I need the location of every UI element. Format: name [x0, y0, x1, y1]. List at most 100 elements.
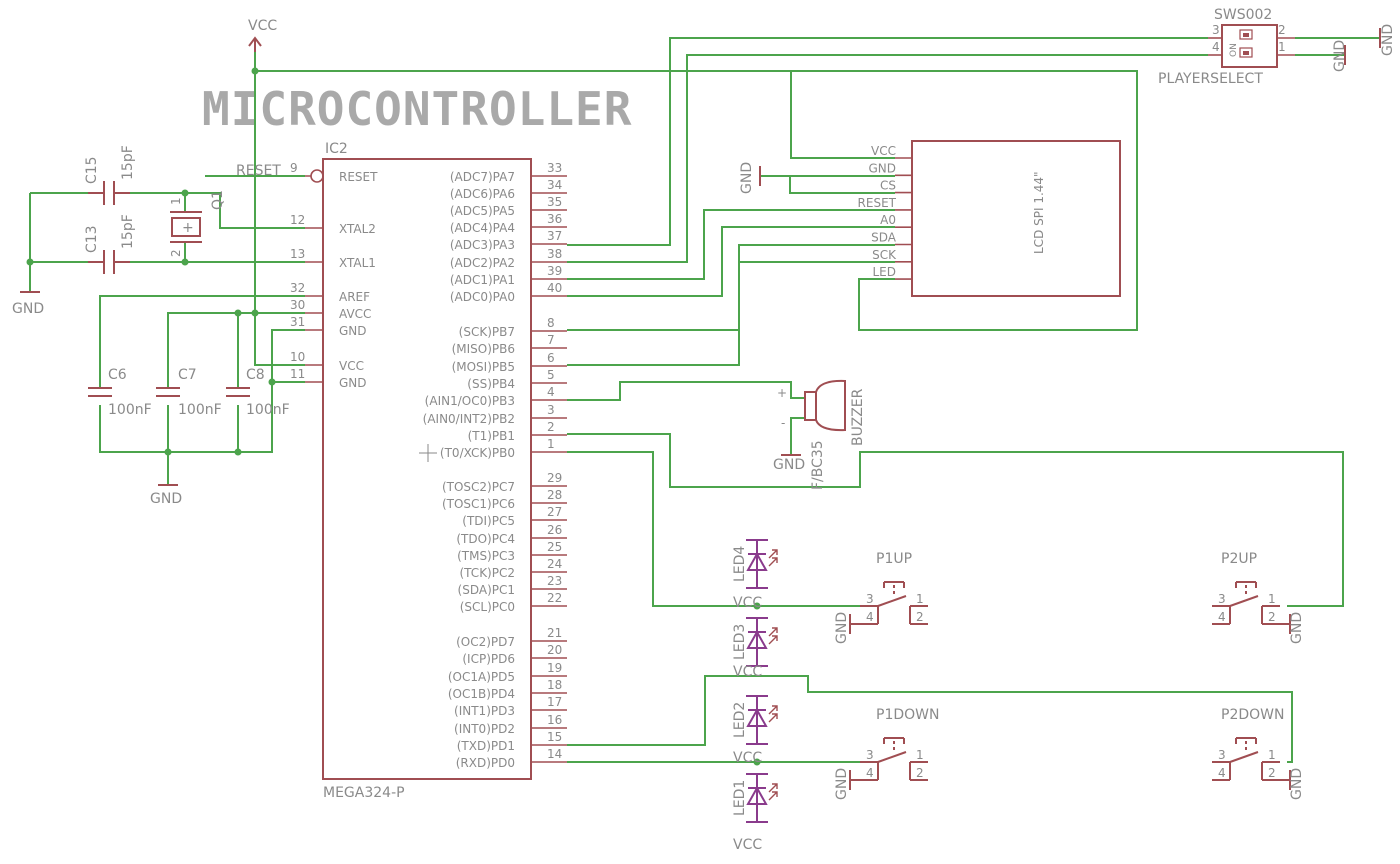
svg-text:GND: GND — [773, 457, 805, 473]
lcd-pin-name: LED — [872, 265, 896, 279]
svg-text:4: 4 — [1212, 40, 1220, 54]
ic-pin-name: (INT0)PD2 — [454, 722, 515, 736]
ic-pin-name: (ICP)PD6 — [462, 652, 515, 666]
ic-pin-name: AVCC — [339, 307, 371, 321]
button-name: P2UP — [1221, 551, 1257, 567]
led-name: LED4 — [732, 546, 748, 582]
ic-pin-number: 15 — [547, 730, 562, 744]
ic-pin-name: (ADC4)PA4 — [450, 221, 515, 235]
led-3: LED3 — [732, 617, 778, 667]
lcd-pin-name: CS — [880, 179, 896, 193]
ic-pin-name: (SS)PB4 — [467, 377, 515, 391]
ic-pin-name: (MISO)PB6 — [452, 342, 515, 356]
svg-text:100nF: 100nF — [246, 402, 290, 418]
ic-value: MEGA324-P — [323, 785, 405, 801]
led-4: LED4 — [732, 539, 778, 589]
led-name: LED1 — [732, 780, 748, 816]
player-select-switch: 3 2 4 1 ON SWS002 PLAYERSELECT — [1158, 7, 1295, 87]
button-pin-number: 2 — [916, 766, 924, 780]
ic-pin-name: (ADC7)PA7 — [450, 170, 515, 184]
ic-pin-number: 9 — [290, 161, 298, 175]
ic-pin-name: (ADC2)PA2 — [450, 256, 515, 270]
ic-pin-number: 26 — [547, 523, 562, 537]
ic-pin-number: 25 — [547, 540, 562, 554]
ic-pin-number: 8 — [547, 316, 555, 330]
svg-text:2: 2 — [169, 249, 183, 257]
ic-pin-number: 6 — [547, 351, 555, 365]
ic-pin-name: (INT1)PD3 — [454, 704, 515, 718]
capacitor-c6: C6 100nF — [88, 367, 152, 418]
button-gnd-label: GND — [834, 612, 850, 644]
ic-pin-number: 34 — [547, 178, 562, 192]
ic-pin-number: 24 — [547, 557, 562, 571]
ic-pin-name: VCC — [339, 359, 364, 373]
ic-pin-name: (ADC3)PA3 — [450, 238, 515, 252]
button-pin-number: 3 — [866, 592, 874, 606]
button-gnd-label: GND — [834, 768, 850, 800]
ic-pin-name: (AIN1/OC0)PB3 — [425, 394, 515, 408]
button-gnd-label: GND — [1289, 768, 1305, 800]
ic-pin-name: (ADC1)PA1 — [450, 273, 515, 287]
switch-value: PLAYERSELECT — [1158, 71, 1263, 87]
ic-pin-number: 39 — [547, 264, 562, 278]
svg-text:ON: ON — [1229, 43, 1239, 57]
microcontroller-ic: IC2 MEGA324-P RESET9XTAL212XTAL113AREF32… — [287, 141, 567, 801]
ic-left-pins: RESET9XTAL212XTAL113AREF32AVCC30GND31VCC… — [287, 161, 378, 390]
svg-text:15pF: 15pF — [120, 214, 136, 249]
ic-pin-name: (AIN0/INT2)PB2 — [423, 412, 515, 426]
button-pin-number: 3 — [1218, 748, 1226, 762]
lcd-pin-name: SCK — [872, 248, 897, 262]
svg-text:-: - — [781, 416, 785, 430]
lcd-label: LCD SPI 1.44" — [1032, 171, 1046, 254]
ic-pin-number: 18 — [547, 678, 562, 692]
svg-text:C15: C15 — [84, 156, 100, 184]
gnd-left-symbol: GND — [12, 291, 44, 317]
button-pin-number: 4 — [866, 766, 874, 780]
junctions — [26, 67, 761, 766]
ic-pin-number: 2 — [547, 420, 555, 434]
button-name: P1DOWN — [876, 707, 939, 723]
svg-text:+: + — [777, 386, 787, 400]
ic-pin-number: 16 — [547, 713, 562, 727]
ic-pin-name: (ADC5)PA5 — [450, 204, 515, 218]
ic-pin-number: 5 — [547, 368, 555, 382]
ic-pin-number: 14 — [547, 747, 562, 761]
ic-pin-name: (TDI)PC5 — [462, 514, 515, 528]
svg-text:100nF: 100nF — [108, 402, 152, 418]
ic-pin-number: 28 — [547, 488, 562, 502]
schematic-title: MICROCONTROLLER — [202, 82, 632, 136]
svg-text:1: 1 — [1278, 40, 1286, 54]
svg-text:C8: C8 — [246, 367, 265, 383]
ic-pin-number: 12 — [290, 213, 305, 227]
button-pin-number: 4 — [1218, 610, 1226, 624]
lcd-pin-name: RESET — [858, 196, 897, 210]
led-1: LED1 — [732, 773, 778, 823]
ic-pin-name: (MOSI)PB5 — [452, 360, 515, 374]
crystal-q1: + 1 2 Q1 — [169, 190, 226, 257]
ic-pin-number: 36 — [547, 212, 562, 226]
ic-pin-name: (TDO)PC4 — [456, 532, 515, 546]
gnd-switch-right-symbol: GND — [1379, 24, 1396, 56]
ic-pin-name: XTAL1 — [339, 256, 376, 270]
capacitor-c15: C15 15pF — [84, 145, 136, 205]
ic-pin-name: (TMS)PC3 — [457, 549, 515, 563]
ic-pin-name: (TCK)PC2 — [460, 566, 516, 580]
led-vcc-label: VCC — [733, 837, 762, 853]
ic-pin-name: (TOSC1)PC6 — [442, 497, 515, 511]
ic-pin-bubble — [310, 169, 324, 183]
ic-pin-name: RESET — [339, 170, 378, 184]
gnd-lcd-symbol: GND — [739, 162, 761, 194]
origin-cross — [419, 444, 437, 462]
svg-text:C6: C6 — [108, 367, 127, 383]
button-pin-number: 4 — [1218, 766, 1226, 780]
buzzer: + - BUZZER F/BC35 — [777, 379, 866, 490]
ic-right-pins: (ADC7)PA733(ADC6)PA634(ADC5)PA535(ADC4)P… — [423, 161, 567, 770]
ic-pin-name: (T0/XCK)PB0 — [440, 446, 515, 460]
button-name: P2DOWN — [1221, 707, 1284, 723]
button-pin-number: 2 — [1268, 766, 1276, 780]
